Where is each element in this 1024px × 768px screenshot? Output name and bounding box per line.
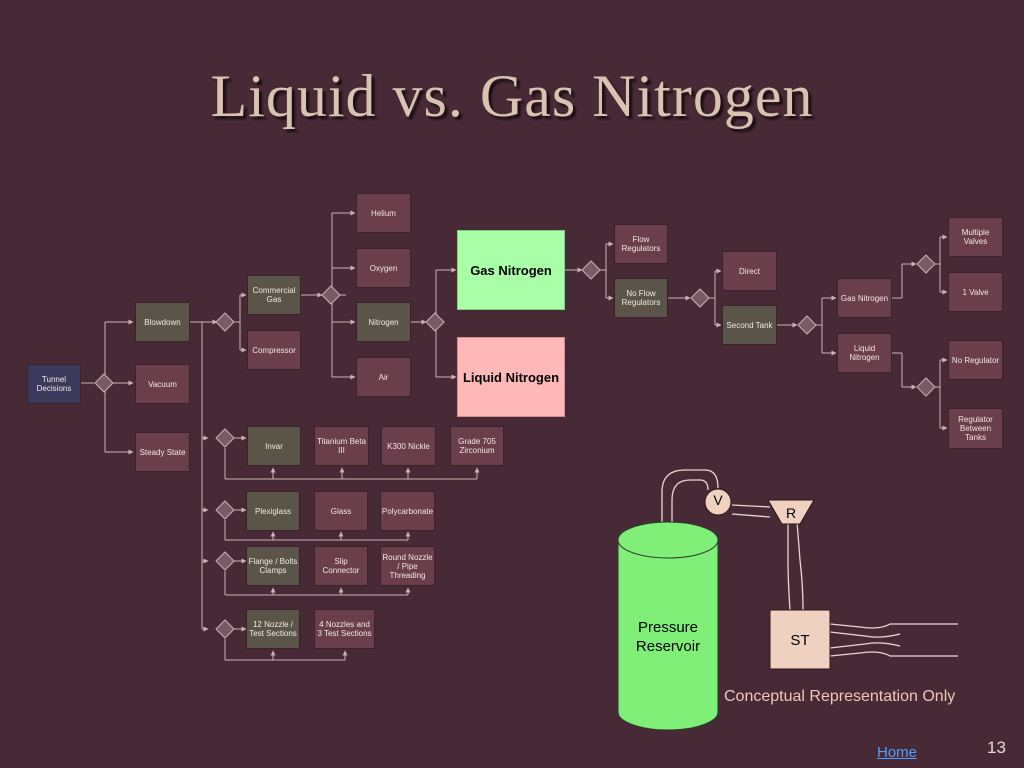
node-oxygen: Oxygen (356, 248, 411, 288)
node-k300-nickle: K300 Nickle (381, 426, 436, 466)
slide-title: Liquid vs. Gas Nitrogen (210, 63, 814, 129)
node-liquid-nitrogen: Liquid Nitrogen (837, 333, 892, 373)
pressure-reservoir (617, 521, 719, 731)
regulator-symbol (767, 499, 815, 525)
node-vacuum: Vacuum (135, 364, 190, 404)
node-no-flow-regulators: No Flow Regulators (614, 278, 668, 318)
caption: Conceptual Representation Only (724, 688, 956, 705)
node-flow-regulators: Flow Regulators (614, 224, 668, 264)
node-polycarbonate: Polycarbonate (380, 491, 435, 531)
settling-section (769, 609, 831, 670)
node-slip-connector: Slip Connector (314, 546, 368, 586)
node-regulator-between-tanks: Regulator Between Tanks (948, 408, 1003, 449)
node-direct: Direct (722, 251, 777, 291)
node-gas-nitrogen: Gas Nitrogen (837, 278, 892, 318)
schematic-pipes (661, 469, 958, 657)
node-no-regulator: No Regulator (948, 340, 1003, 380)
node-compressor: Compressor (247, 330, 301, 370)
node-grade-705-zirconium: Grade 705 Zirconium (450, 426, 504, 466)
reservoir-label: Pressure Reservoir (635, 619, 701, 655)
node-commercial-gas: Commercial Gas (247, 275, 301, 315)
valve-label: V (713, 492, 723, 508)
slide-number: 13 (987, 738, 1006, 757)
node-glass: Glass (314, 491, 368, 531)
node-titanium-beta: Titanium Beta III (314, 426, 369, 466)
node-air: Air (356, 357, 411, 397)
node-liquid-nitrogen-option: Liquid Nitrogen (457, 337, 565, 417)
node-4-nozzles: 4 Nozzles and 3 Test Sections (314, 609, 375, 649)
node-helium: Helium (356, 193, 411, 233)
node-steady-state: Steady State (135, 432, 190, 472)
node-plexiglass: Plexiglass (246, 491, 300, 531)
valve-symbol (704, 488, 732, 516)
regulator-label: R (785, 505, 797, 521)
node-second-tank: Second Tank (722, 305, 777, 345)
node-round-nozzle: Round Nozzle / Pipe Threading (380, 546, 435, 586)
node-one-valve: 1 Valve (948, 272, 1003, 312)
node-flange-bolts-clamps: Flange / Bolts Clamps (246, 546, 300, 586)
node-12-nozzle: 12 Nozzle / Test Sections (246, 609, 300, 649)
home-link[interactable]: Home (877, 744, 918, 761)
node-invar: Invar (247, 426, 301, 466)
node-multiple-valves: Multiple Valves (948, 217, 1003, 257)
node-gas-nitrogen-option: Gas Nitrogen (457, 230, 565, 310)
section-label: ST (790, 632, 810, 649)
decision-diamonds (94, 254, 936, 639)
node-tunnel-decisions: Tunnel Decisions (27, 364, 81, 404)
node-nitrogen: Nitrogen (356, 302, 411, 342)
node-blowdown: Blowdown (135, 302, 190, 342)
